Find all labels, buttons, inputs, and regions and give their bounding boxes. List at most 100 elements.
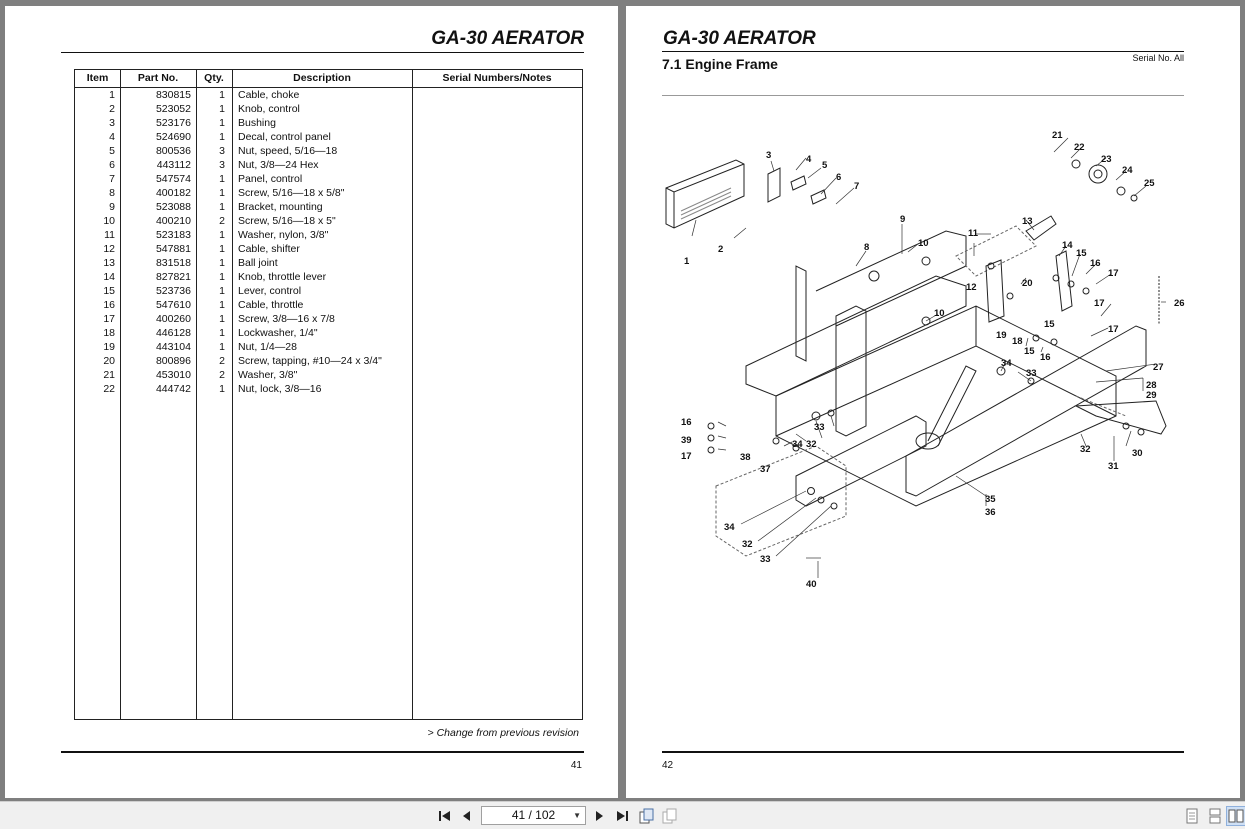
two-page-icon[interactable]	[1226, 806, 1245, 826]
right-page-number: 42	[662, 760, 674, 771]
cell-part-no: 800896	[155, 355, 191, 367]
svg-text:5: 5	[822, 160, 828, 171]
last-page-icon[interactable]	[612, 806, 632, 826]
svg-text:4: 4	[806, 154, 812, 165]
header-item: Item	[86, 72, 109, 84]
table-row: 19 443104 1 Nut, 1/4—28	[75, 340, 582, 354]
svg-text:24: 24	[1122, 165, 1133, 176]
svg-text:1: 1	[684, 256, 690, 267]
left-page: GA-30 AERATOR Item Part No. Qty. Descrip…	[5, 6, 618, 798]
cell-description: Nut, speed, 5/16—18	[238, 145, 338, 157]
prev-page-icon[interactable]	[457, 806, 477, 826]
cell-qty: 1	[219, 103, 225, 115]
svg-text:29: 29	[1146, 390, 1157, 401]
cell-description: Cable, choke	[238, 89, 300, 101]
svg-text:2: 2	[718, 244, 723, 255]
cell-description: Screw, tapping, #10—24 x 3/4"	[238, 355, 382, 367]
cell-description: Lever, control	[238, 285, 302, 297]
single-page-icon[interactable]	[1182, 806, 1202, 826]
svg-text:12: 12	[966, 282, 977, 293]
cell-item: 18	[103, 327, 115, 339]
svg-text:32: 32	[806, 439, 817, 450]
svg-text:9: 9	[900, 214, 905, 225]
svg-text:28: 28	[1146, 380, 1157, 391]
svg-text:22: 22	[1074, 142, 1085, 153]
cell-qty: 1	[219, 271, 225, 283]
svg-text:30: 30	[1132, 448, 1143, 459]
cell-item: 14	[103, 271, 115, 283]
title-rule	[662, 51, 1184, 52]
continuous-icon[interactable]	[1205, 806, 1225, 826]
cell-qty: 1	[219, 201, 225, 213]
cell-description: Cable, throttle	[238, 299, 304, 311]
cell-qty: 1	[219, 341, 225, 353]
section-title: 7.1 Engine Frame	[662, 56, 778, 72]
cell-qty: 1	[219, 313, 225, 325]
cell-item: 11	[104, 229, 115, 241]
page-number-input[interactable]: 41 / 102 ▼	[481, 806, 586, 825]
right-page-title: GA-30 AERATOR	[663, 28, 816, 49]
fit-icon[interactable]	[660, 806, 680, 826]
svg-text:17: 17	[681, 451, 692, 462]
parts-table: Item Part No. Qty. Description Serial Nu…	[74, 69, 583, 720]
cell-description: Screw, 5/16—18 x 5/8"	[238, 187, 345, 199]
cell-qty: 1	[219, 327, 225, 339]
left-page-title: GA-30 AERATOR	[431, 28, 584, 49]
cell-qty: 1	[219, 89, 225, 101]
cell-qty: 3	[219, 145, 225, 157]
next-page-icon[interactable]	[589, 806, 609, 826]
cell-item: 6	[109, 159, 115, 171]
cell-part-no: 547610	[155, 299, 191, 311]
cell-description: Nut, lock, 3/8—16	[238, 383, 322, 395]
svg-text:38: 38	[740, 452, 751, 463]
cell-part-no: 523176	[155, 117, 191, 129]
cell-qty: 1	[219, 243, 225, 255]
cell-part-no: 827821	[155, 271, 191, 283]
svg-text:26: 26	[1174, 298, 1185, 309]
cell-description: Bracket, mounting	[238, 201, 323, 213]
svg-text:37: 37	[760, 464, 771, 475]
cell-description: Nut, 1/4—28	[238, 341, 297, 353]
cell-qty: 1	[219, 173, 225, 185]
cell-description: Screw, 3/8—16 x 7/8	[238, 313, 335, 325]
rotate-icon[interactable]	[637, 806, 657, 826]
cell-qty: 2	[219, 369, 225, 381]
cell-qty: 2	[219, 355, 225, 367]
cell-description: Cable, shifter	[238, 243, 300, 255]
header-qty: Qty.	[204, 72, 224, 84]
svg-text:34: 34	[724, 522, 735, 533]
svg-text:11: 11	[968, 228, 979, 239]
cell-item: 19	[103, 341, 115, 353]
first-page-icon[interactable]	[435, 806, 455, 826]
cell-description: Ball joint	[238, 257, 278, 269]
cell-part-no: 444742	[155, 383, 191, 395]
cell-part-no: 443104	[155, 341, 191, 353]
svg-text:10: 10	[934, 308, 945, 319]
cell-part-no: 831518	[155, 257, 191, 269]
header-description: Description	[293, 72, 351, 84]
viewer-toolbar: 41 / 102 ▼	[0, 801, 1245, 829]
svg-text:15: 15	[1044, 319, 1055, 330]
title-rule	[61, 52, 584, 53]
cell-item: 2	[109, 103, 115, 115]
svg-text:13: 13	[1022, 216, 1033, 227]
chevron-down-icon[interactable]: ▼	[573, 811, 581, 820]
svg-text:34: 34	[792, 439, 803, 450]
cell-part-no: 400182	[155, 187, 191, 199]
cell-part-no: 523052	[155, 103, 191, 115]
svg-text:8: 8	[864, 242, 869, 253]
svg-text:15: 15	[1076, 248, 1087, 259]
svg-text:7: 7	[854, 181, 859, 192]
svg-text:20: 20	[1022, 278, 1033, 289]
page-indicator-text: 41 / 102	[511, 808, 556, 822]
cell-part-no: 523736	[155, 285, 191, 297]
